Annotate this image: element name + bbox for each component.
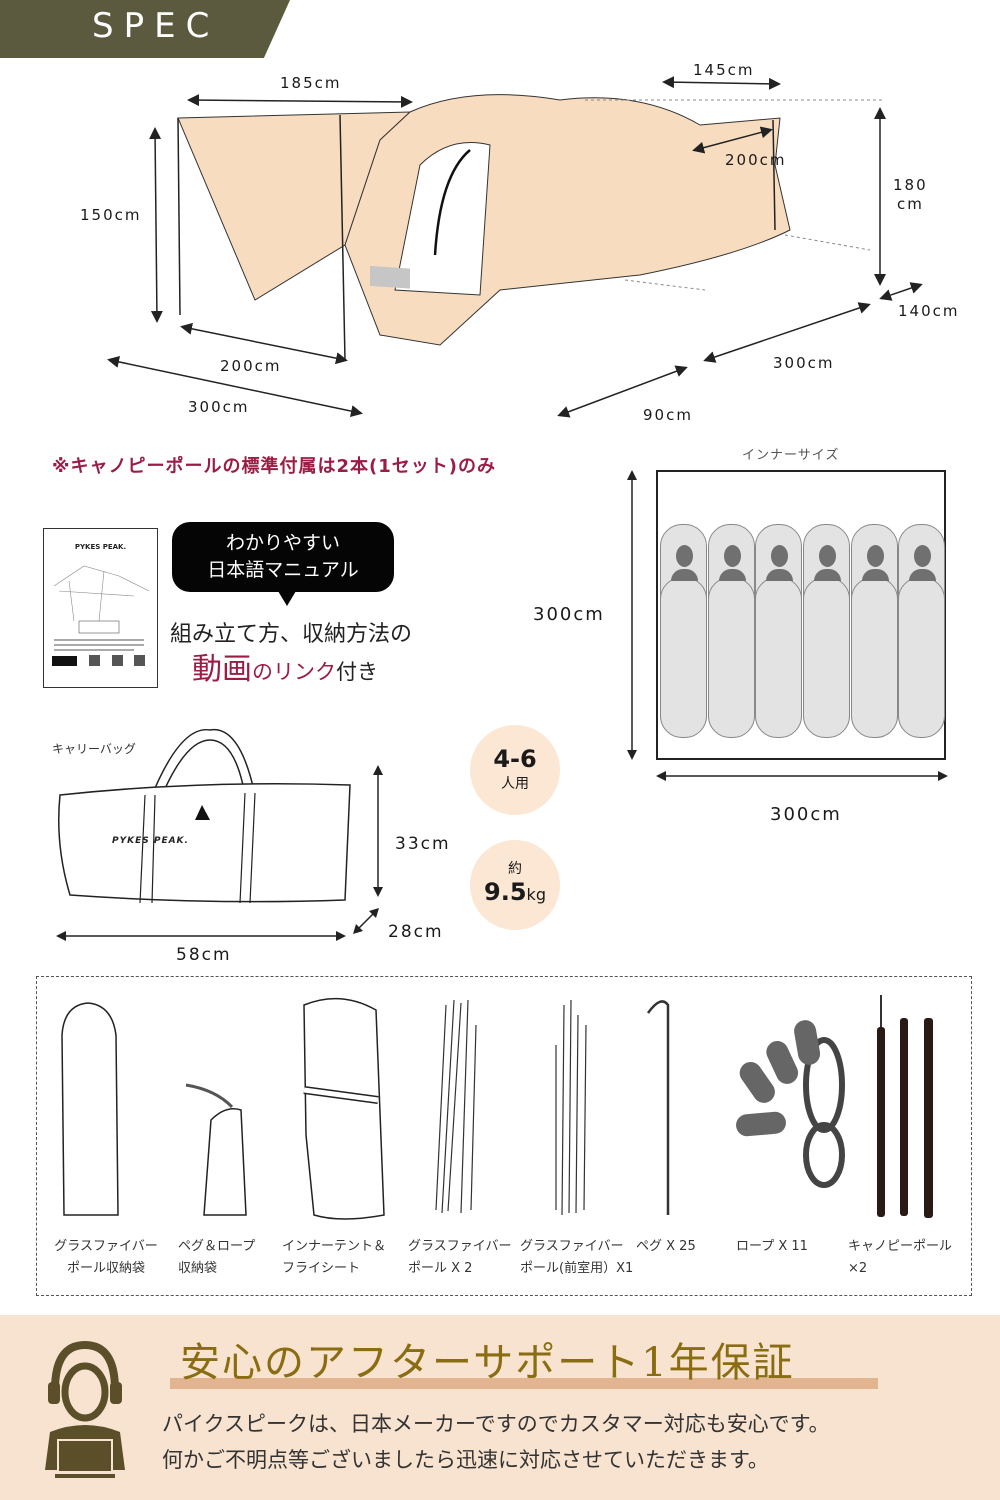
total-height-unit: cm (897, 195, 924, 213)
weight-value: 9.5 (484, 878, 527, 906)
sleeper-3 (755, 524, 802, 738)
canopy-pole-note: ※キャノピーポールの標準付属は2本(1セット)のみ (52, 456, 496, 477)
bag-depth-arrow (353, 908, 379, 934)
manual-diagram-icon (52, 565, 150, 666)
sleeper-4 (803, 524, 850, 738)
package-contents-box (36, 976, 972, 1296)
contents-item-8: キャノピーポール×2 (848, 1239, 953, 1276)
sleeper-2 (708, 524, 755, 738)
carry-bag-label: キャリーバッグ (52, 742, 136, 756)
sleeper-5 (851, 524, 898, 738)
canopy-width-label: 185cm (280, 74, 342, 92)
inner-height-arrow (627, 470, 637, 760)
weight-unit: kg (526, 885, 546, 904)
manual-desc-line2: 動画のリンク付き (192, 644, 378, 688)
inner-width-arrow (656, 771, 948, 781)
contents-item-5: グラスファイバーポール(前室用）X1 (520, 1239, 634, 1276)
support-title: 安心のアフターサポート1年保証 (180, 1340, 795, 1386)
weight-prefix: 約 (508, 861, 522, 877)
support-title-underline (170, 1378, 878, 1389)
rope-icon (736, 1020, 845, 1188)
manual-speech-bubble: わかりやすい 日本語マニュアル (172, 522, 394, 606)
contents-item-1: グラスファイバーポール収納袋 (54, 1239, 158, 1276)
vestibule-poles-icon (555, 999, 587, 1216)
capacity-badge: 4-6 人用 (470, 725, 560, 815)
bag-depth-label: 28cm (388, 922, 444, 942)
contents-item-6: ペグ X 25 (636, 1239, 696, 1254)
weight-badge: 約 9.5kg (470, 840, 560, 930)
bag-brand: PYKES PEAK. (112, 836, 189, 846)
contents-item-3: インナーテント＆フライシート (282, 1239, 387, 1276)
tent-roll-icon (303, 997, 385, 1220)
canopy-total-label: 300cm (188, 398, 250, 416)
support-text-line2: 何かご不明点等ございましたら迅速に対応させていただきます。 (162, 1448, 769, 1472)
canopy-height-label: 150cm (80, 206, 142, 224)
manual-desc-line1: 組み立て方、収納方法の (170, 622, 413, 647)
bag-width-label: 58cm (176, 945, 232, 965)
inner-height-label: 300cm (533, 604, 605, 625)
contents-item-7: ロープ X 11 (736, 1239, 808, 1254)
manual-thumbnail: PYKES PEAK. (43, 528, 158, 688)
spec-title: SPEC (92, 6, 220, 46)
inner-width-label: 300cm (770, 804, 842, 825)
contents-item-2: ペグ＆ロープ収納袋 (178, 1239, 256, 1276)
capacity-value: 4-6 (493, 745, 537, 773)
rear-canopy-label: 200cm (725, 151, 787, 169)
rear-width-label: 145cm (693, 61, 755, 79)
support-section (0, 1315, 1000, 1500)
sleeper-6 (898, 524, 945, 738)
video-text: 動画 (192, 652, 252, 687)
inner-size-label: インナーサイズ (742, 448, 840, 463)
carry-bag-illustration (58, 729, 351, 904)
vestibule-label: 90cm (643, 406, 693, 424)
sleeper-1 (660, 524, 707, 738)
contents-item-4: グラスファイバーポール X 2 (408, 1239, 512, 1276)
total-height-label: 180 (893, 176, 928, 194)
peg-rope-bag-icon (185, 1083, 247, 1216)
bag-height-arrow (373, 765, 383, 897)
tent-length-label: 300cm (773, 354, 835, 372)
fiberglass-poles-icon (435, 999, 477, 1214)
inner-size-box (656, 470, 946, 760)
bag-width-arrow (56, 931, 346, 941)
customer-support-icon (45, 1340, 125, 1478)
peg-icon (646, 1000, 670, 1215)
manual-brand: PYKES PEAK. (74, 543, 127, 551)
pole-bag-icon (61, 1002, 119, 1216)
side-depth-label: 140cm (898, 302, 960, 320)
bag-height-label: 33cm (395, 834, 451, 854)
bubble-line1: わかりやすい (225, 532, 340, 554)
capacity-unit: 人用 (501, 776, 529, 792)
tent-illustration (107, 76, 923, 418)
canopy-depth-label: 200cm (220, 357, 282, 375)
link-text: のリンク (252, 660, 336, 684)
spec-banner (0, 0, 290, 58)
contents-illustrations (61, 995, 933, 1220)
support-text-line1: パイクスピークは、日本メーカーですのでカスタマー対応も安心です。 (162, 1412, 830, 1436)
bubble-line2: 日本語マニュアル (207, 559, 359, 581)
attached-text: 付き (336, 660, 378, 684)
canopy-poles-icon (877, 995, 933, 1218)
